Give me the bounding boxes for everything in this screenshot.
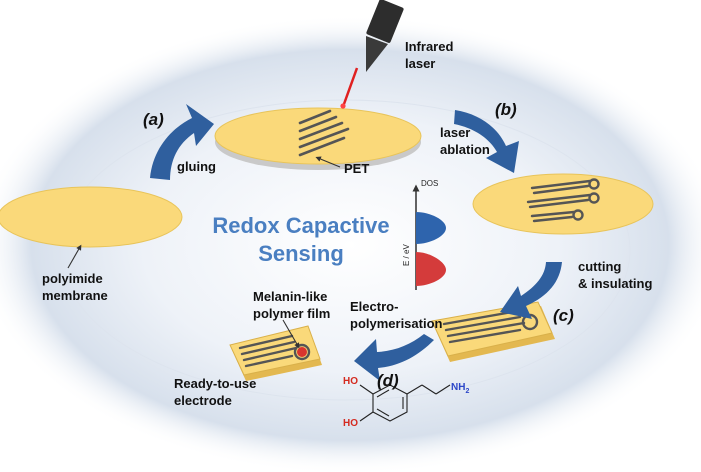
hydroxyl-bottom: HO <box>343 418 358 429</box>
dopamine-molecule: HO HO NH2 <box>343 376 469 429</box>
arrow-b <box>454 110 519 173</box>
polyimide-membrane-label: polyimide membrane <box>42 271 108 303</box>
left-membrane <box>0 186 183 248</box>
arrow-a <box>150 104 214 180</box>
center-title: Redox Capactive Sensing <box>206 212 396 268</box>
top-membrane <box>214 0 422 170</box>
dos-axis-label: DOS <box>421 179 438 188</box>
polyimide-pointer <box>67 244 82 269</box>
step-b-label: (b) <box>495 100 517 119</box>
melanin-film-label: Melanin-like polymer film <box>253 289 331 321</box>
cutting-insulating-label: cutting & insulating <box>578 259 653 291</box>
final-electrode-traces <box>238 334 311 368</box>
step-c-label: (c) <box>553 306 574 325</box>
amine-subscript: 2 <box>465 388 469 395</box>
polyimide-disc <box>214 107 422 165</box>
electrode-traces-right <box>526 178 600 223</box>
laser-spot <box>340 103 346 109</box>
center-title-line2: Sensing <box>258 241 344 266</box>
right-membrane <box>472 173 654 235</box>
arrow-d <box>354 334 434 381</box>
process-arrows <box>150 104 562 381</box>
infrared-laser-label: Infrared laser <box>405 39 454 71</box>
pet-label: PET <box>344 161 370 176</box>
pet-pointer <box>315 156 341 168</box>
melanin-film-pointer <box>282 319 300 349</box>
oxidised-band <box>416 212 446 244</box>
laser-ablation-label: laser ablation <box>440 125 490 157</box>
arrow-c <box>500 262 562 319</box>
dos-inset: DOS E / eV <box>402 179 446 290</box>
center-title-line1: Redox Capactive <box>212 213 390 238</box>
laser-beam <box>342 67 359 105</box>
gluing-label: gluing <box>177 159 216 174</box>
amine-label: NH <box>451 382 465 393</box>
laser-head <box>366 0 404 72</box>
final-electrode-top <box>229 325 321 376</box>
reduced-band <box>416 252 446 286</box>
energy-axis-label: E / eV <box>402 244 411 266</box>
ready-to-use-label: Ready-to-use electrode <box>174 376 257 408</box>
hydroxyl-top: HO <box>343 376 358 387</box>
amine-group: NH2 <box>451 382 469 395</box>
step-a-label: (a) <box>143 110 164 129</box>
step-d-label: (d) <box>377 371 399 390</box>
electropolymerisation-label: Electro- polymerisation <box>350 299 443 331</box>
laser-traces-top <box>298 109 350 157</box>
melanin-film-dot <box>297 347 307 357</box>
final-electrode <box>229 319 322 381</box>
